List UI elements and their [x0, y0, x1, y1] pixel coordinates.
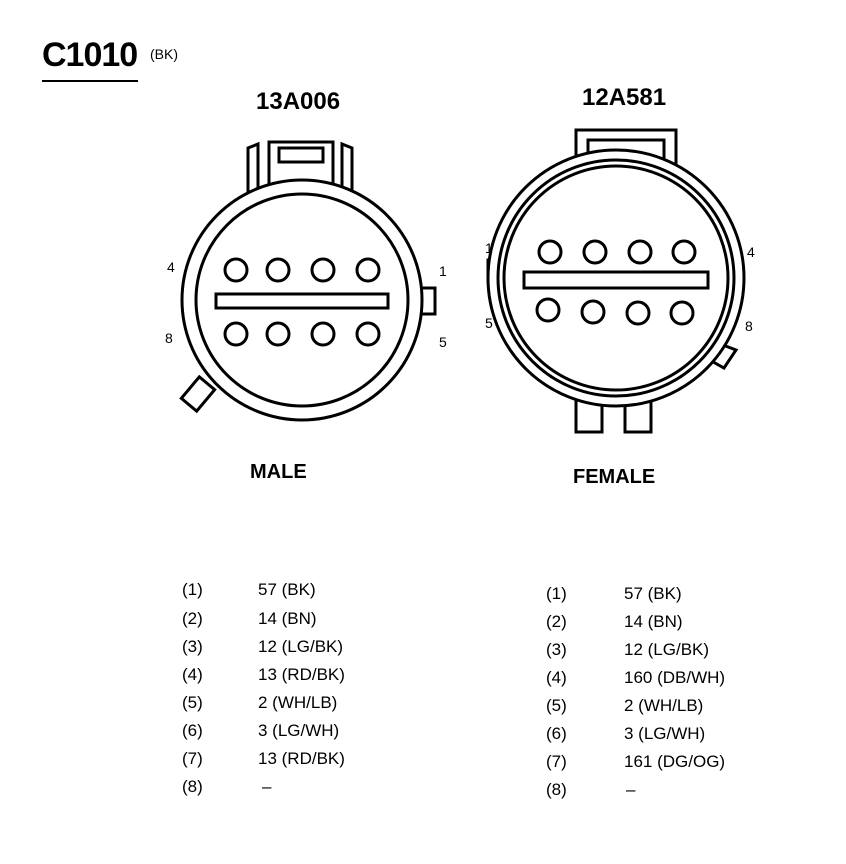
female-pin-4: [671, 239, 697, 265]
pin-circuit: 14 (BN): [258, 609, 317, 628]
female-inner-shell: [496, 158, 736, 398]
male-latch-window: [277, 146, 325, 164]
male-pin-table: (1) 57 (BK) (2) 14 (BN) (3) 12 (LG/BK) (…: [182, 580, 402, 800]
pin-circuit: 13 (RD/BK): [258, 749, 345, 768]
male-lower-tab: [179, 374, 217, 414]
male-pin-6: [310, 321, 336, 347]
male-pin-8: [223, 321, 249, 347]
male-connector-diagram: [179, 140, 437, 422]
pin-circuit: 57 (BK): [258, 580, 316, 599]
pin-number: (5): [182, 693, 203, 712]
pin-number: (8): [546, 780, 567, 799]
pin-number: (3): [546, 640, 567, 659]
female-pin-3: [627, 239, 653, 265]
female-connector-diagram: [486, 128, 746, 434]
pin-circuit: –: [626, 780, 636, 799]
male-latch-left-arm: [246, 141, 260, 200]
male-pin-label-bottom-left: 8: [165, 330, 173, 346]
connector-color-code: (BK): [150, 46, 178, 62]
pin-number: (4): [546, 668, 567, 687]
female-pin-7: [625, 300, 651, 326]
male-pin-label-top-left: 4: [167, 259, 175, 275]
pin-circuit: 3 (LG/WH): [258, 721, 340, 740]
pin-number: (1): [546, 584, 567, 603]
pin-number: (2): [182, 609, 203, 628]
pin-number: (5): [546, 696, 567, 715]
male-gender-label: MALE: [250, 461, 307, 483]
female-inner-ring: [502, 164, 730, 392]
pin-circuit: 12 (LG/BK): [258, 637, 344, 656]
male-latch-right-arm: [340, 141, 354, 200]
male-pin-4: [223, 257, 249, 283]
female-pin-table: (1) 57 (BK) (2) 14 (BN) (3) 12 (LG/BK) (…: [546, 584, 786, 804]
female-pin-6: [580, 299, 606, 325]
male-inner-shell: [194, 192, 410, 408]
female-pin-label-top-right: 4: [747, 244, 755, 260]
pin-number: (6): [182, 721, 203, 740]
pin-circuit: 2 (WH/LB): [258, 693, 338, 712]
female-outer-shell: [486, 148, 746, 408]
female-pin-label-top-left: 1: [485, 240, 493, 256]
pin-circuit: –: [262, 777, 272, 796]
pin-circuit: 161 (DG/OG): [624, 752, 726, 771]
female-pin-2: [582, 239, 608, 265]
male-pin-label-bottom-right: 5: [439, 334, 447, 350]
male-center-bar: [214, 292, 390, 310]
pin-number: (6): [546, 724, 567, 743]
male-pin-2: [310, 257, 336, 283]
pin-number: (1): [182, 580, 203, 599]
pin-circuit: 160 (DB/WH): [624, 668, 726, 687]
male-part-number: 13A006: [256, 88, 341, 115]
male-pin-5: [355, 321, 381, 347]
male-pin-7: [265, 321, 291, 347]
male-outer-shell: [180, 178, 424, 422]
pin-circuit: 57 (BK): [624, 584, 682, 603]
pin-circuit: 12 (LG/BK): [624, 640, 710, 659]
pin-number: (7): [182, 749, 203, 768]
male-pin-label-top-right: 1: [439, 263, 447, 279]
male-pin-3: [265, 257, 291, 283]
female-gender-label: FEMALE: [573, 466, 656, 488]
female-pin-label-bottom-left: 5: [485, 315, 493, 331]
pin-circuit: 3 (LG/WH): [624, 724, 706, 743]
pin-number: (4): [182, 665, 203, 684]
pin-number: (3): [182, 637, 203, 656]
title-underline: [42, 80, 138, 82]
pin-number: (2): [546, 612, 567, 631]
female-pin-1: [537, 239, 563, 265]
pin-circuit: 13 (RD/BK): [258, 665, 345, 684]
pin-circuit: 14 (BN): [624, 612, 683, 631]
female-pin-8: [669, 300, 695, 326]
pin-circuit: 2 (WH/LB): [624, 696, 704, 715]
female-center-bar: [522, 270, 710, 290]
connector-id: C1010: [42, 36, 138, 74]
female-part-number: 12A581: [582, 84, 667, 111]
pin-number: (8): [182, 777, 203, 796]
female-pin-label-bottom-right: 8: [745, 318, 753, 334]
male-pin-1: [355, 257, 381, 283]
pin-number: (7): [546, 752, 567, 771]
female-pin-5: [535, 297, 561, 323]
